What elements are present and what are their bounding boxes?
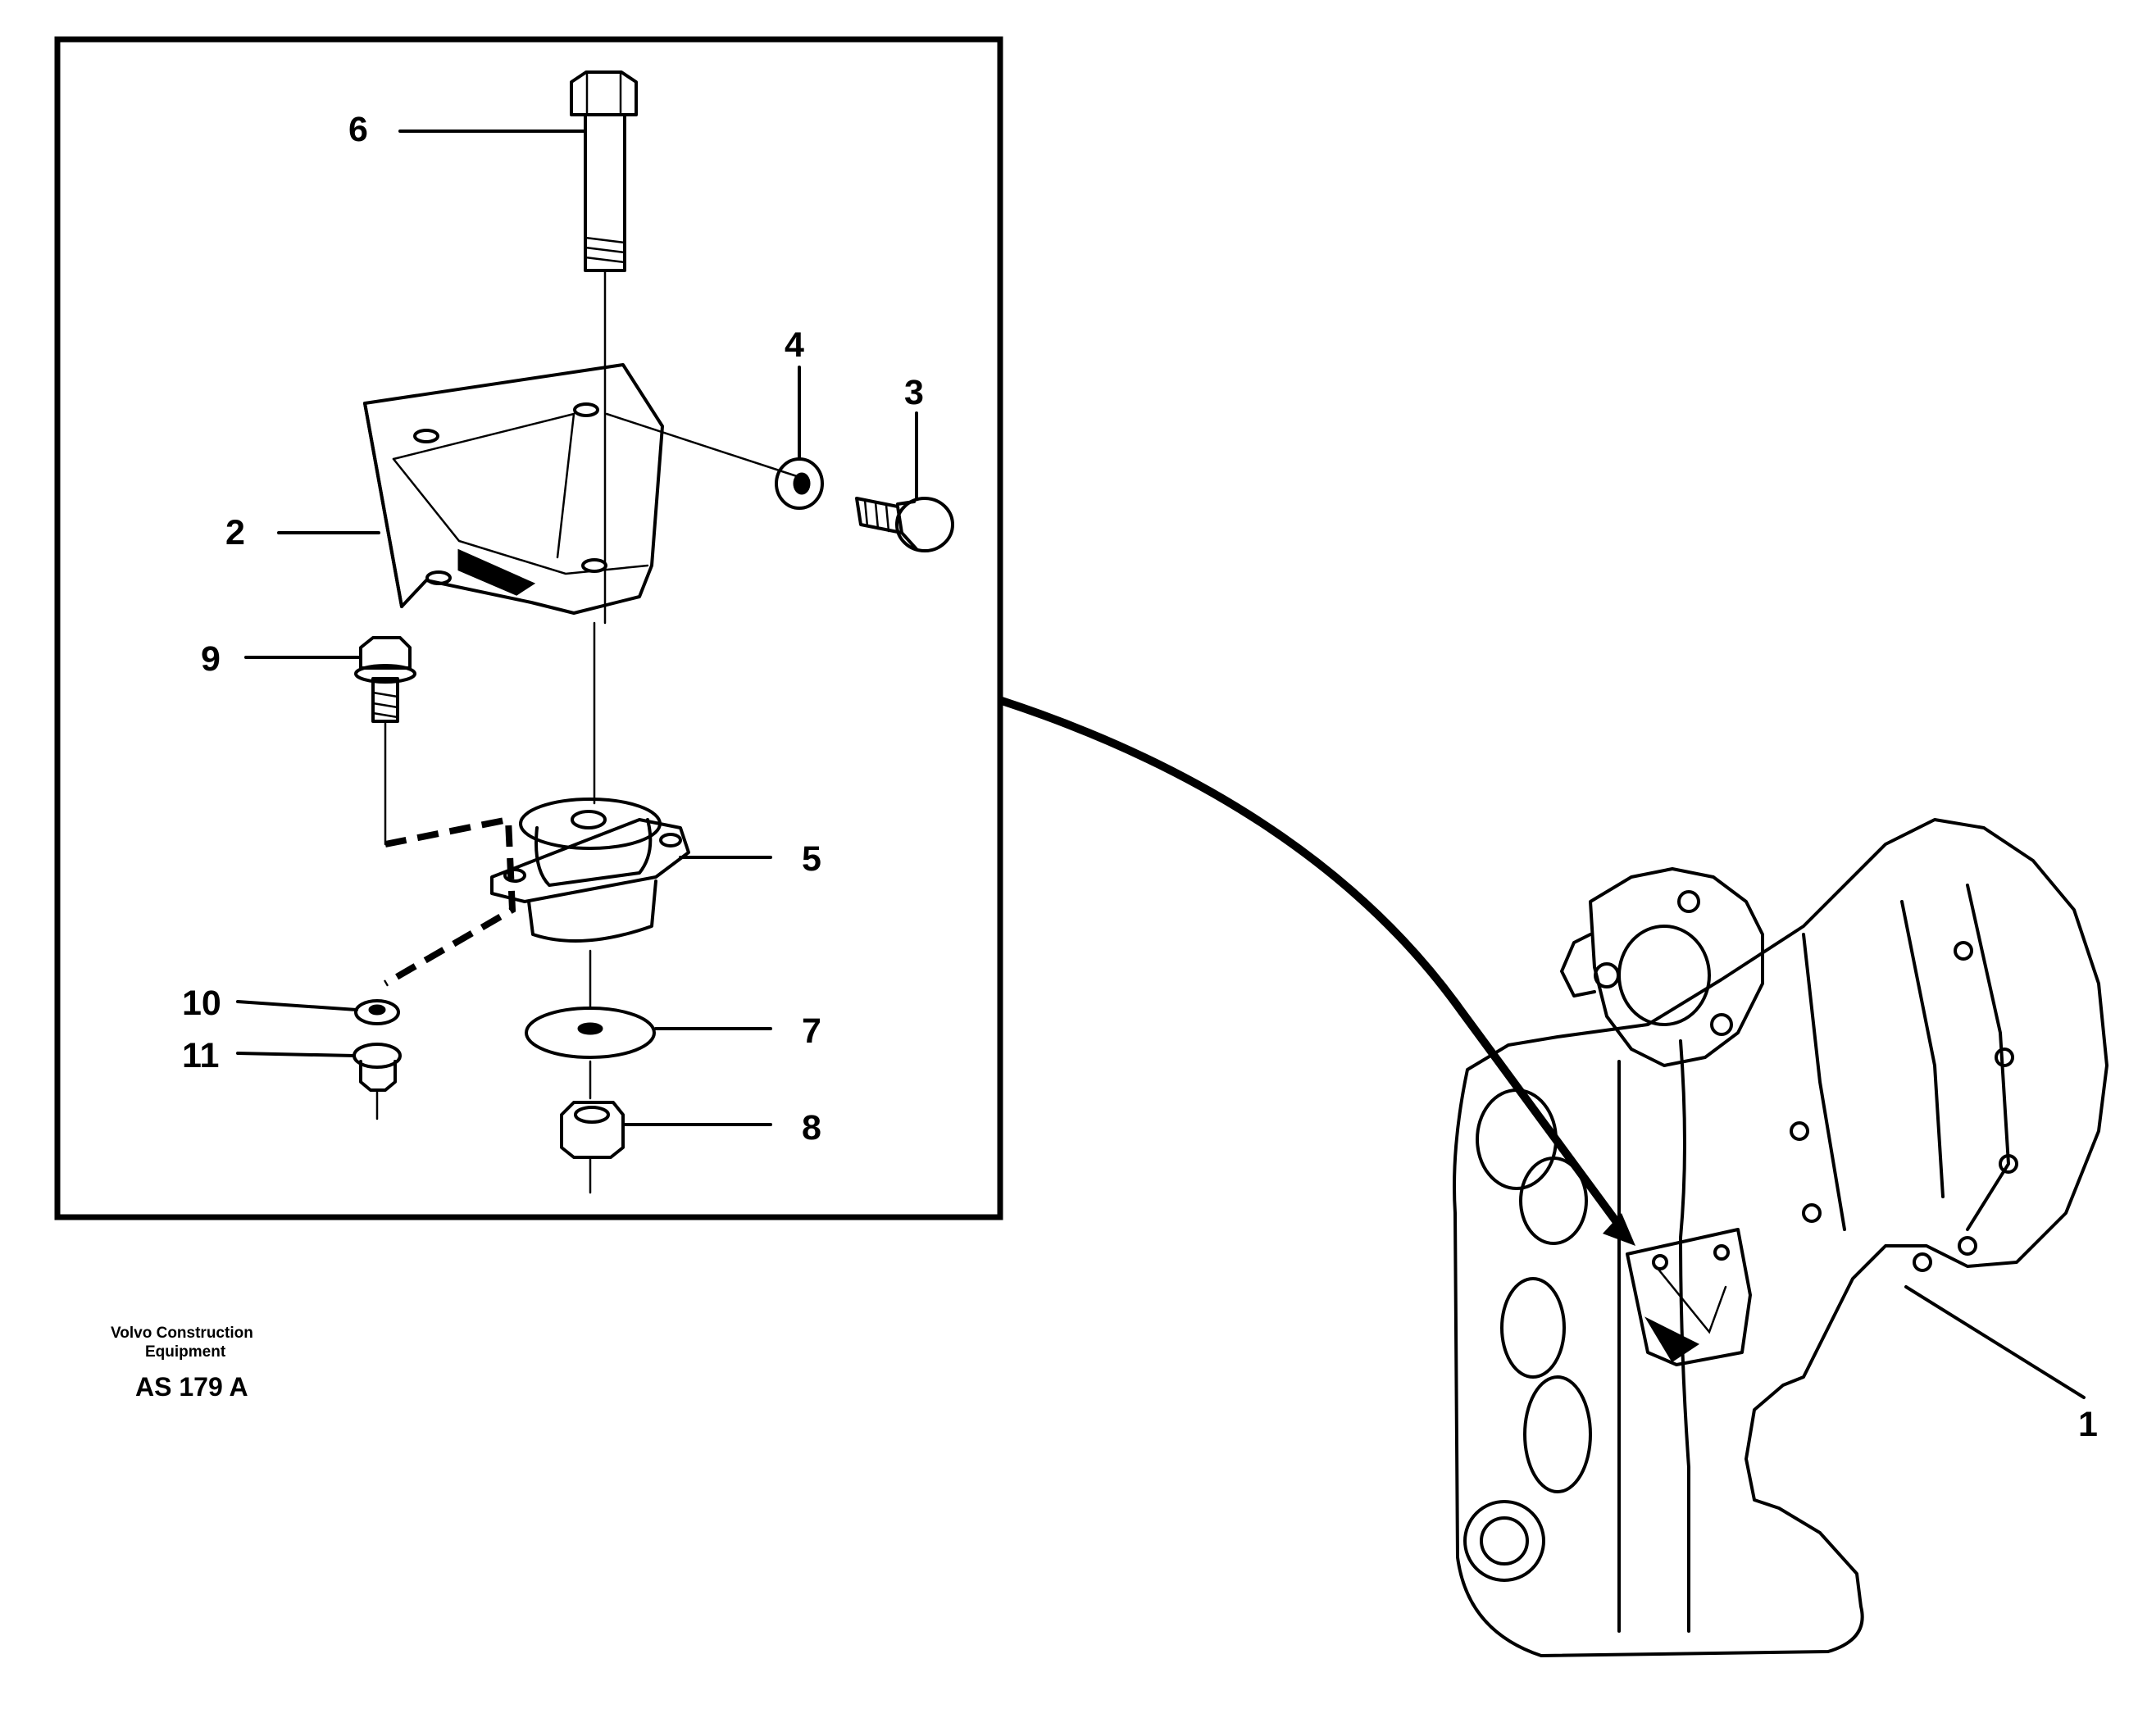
part-9-flange-bolt: [354, 636, 416, 846]
part-10-washer: [354, 999, 400, 1025]
callout-6: 6: [348, 110, 368, 149]
callout-10: 10: [182, 984, 221, 1023]
credit-line-2: Equipment: [145, 1343, 226, 1361]
callout-11: 11: [182, 1036, 219, 1075]
part-7-large-washer: [525, 949, 656, 1059]
part-6-hex-bolt: [570, 70, 638, 625]
callout-9: 9: [201, 639, 221, 679]
part-11-flange-nut: [353, 1043, 402, 1120]
callout-3: 3: [904, 373, 924, 412]
part-8-nut: [560, 1060, 625, 1194]
detail-frame: [54, 36, 1003, 1220]
callout-1: 1: [2078, 1405, 2098, 1444]
part-3-bolt: [855, 497, 954, 552]
leader-1: [1904, 1285, 2086, 1399]
part-1-transmission-housing: [1453, 818, 2108, 1657]
pointer-arrow: [1000, 697, 1623, 1228]
part-2-bracket: [363, 363, 801, 615]
callout-8: 8: [802, 1108, 821, 1147]
callout-2: 2: [225, 513, 245, 552]
drawing-code: AS 179 A: [135, 1372, 248, 1402]
callout-5: 5: [802, 839, 821, 879]
callout-4: 4: [785, 325, 804, 365]
dashed-connector: [383, 816, 516, 987]
leader-10: [236, 1000, 358, 1011]
credit-line-1: Volvo Construction: [111, 1325, 253, 1342]
leader-11: [236, 1052, 356, 1057]
callout-7: 7: [802, 1011, 821, 1051]
part-5-rubber-mount: [490, 621, 690, 943]
part-4-washer: [775, 457, 824, 510]
